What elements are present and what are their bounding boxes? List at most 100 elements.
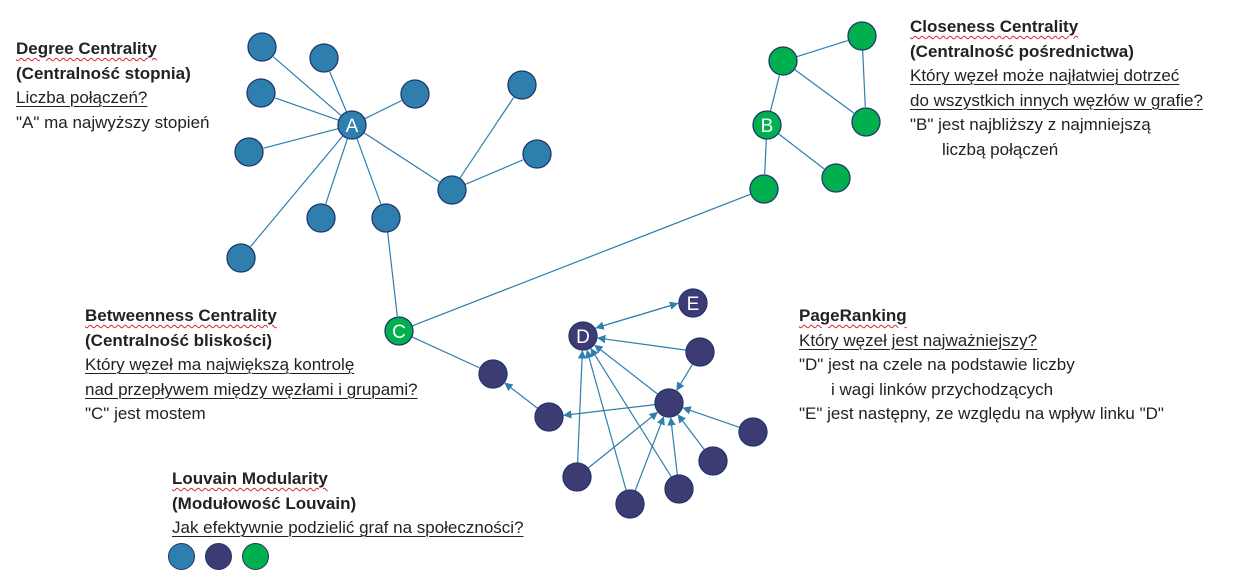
edge-A-b1 [272,56,342,117]
directed-edge-n1-D [597,334,687,351]
node-b9 [507,70,537,100]
legend-dot-blue [168,543,195,570]
edge-A-b5 [263,127,339,149]
node-g1 [768,46,798,76]
node-n8 [664,474,694,504]
pagerank-block: PageRanking Który węzeł jest najważniejs… [799,304,1164,427]
node-A [337,110,367,140]
betweenness-subtitle: (Centralność bliskości) [85,330,273,350]
edge-A-b6 [325,138,349,204]
node-b5 [234,137,264,167]
node-B [752,110,782,140]
betweenness-answer: "C" jest mostem [85,404,206,423]
directed-edge-n3-D [594,344,659,395]
edge-A-b3 [274,97,339,121]
directed-edge-n8-D [590,347,673,478]
closeness-question-line2: do wszystkich innych węzłów w grafie? [910,90,1203,110]
edge-B-g5 [777,133,825,170]
node-g2 [847,21,877,51]
directed-edge-n7-D [576,350,587,464]
node-n3 [654,388,684,418]
node-n5 [738,417,768,447]
node-n9 [615,489,645,519]
edge-A-b4 [364,100,402,120]
node-label-D: D [576,327,590,348]
node-E [678,288,708,318]
edge-g1-g3 [793,68,855,114]
directed-edge-n5-n3 [682,406,740,428]
node-D [568,321,598,351]
edge-g2-g3 [862,49,866,108]
directed-edge-n3-n4 [563,404,656,419]
node-b4 [400,79,430,109]
degree-subtitle: (Centralność stopnia) [16,63,191,83]
directed-edge-n1-n3 [676,363,694,391]
legend-dot-navy [205,543,232,570]
legend-dot-green [242,543,269,570]
closeness-answer-line2: liczbą połączeń [942,139,1059,159]
closeness-subtitle: (Centralność pośrednictwa) [910,41,1134,61]
edge-B-g1 [769,75,780,112]
degree-centrality-block: Degree Centrality (Centralność stopnia) … [16,37,209,135]
edge-A-b8 [250,135,344,247]
louvain-block: Louvain Modularity (Modułowość Louvain) … [172,467,524,541]
node-g4 [749,174,779,204]
node-label-E: E [687,294,700,315]
edge-A-b7 [356,137,382,205]
edge-A-H [363,132,440,183]
directed-edge-n8-n3 [667,417,678,476]
betweenness-title: Betweenness Centrality [85,306,277,325]
node-label-C: C [392,322,406,343]
directed-edge-n6-n3 [677,414,706,451]
louvain-title: Louvain Modularity [172,469,328,488]
betweenness-question-line1: Który węzeł ma największą kontrolę [85,355,355,374]
edge-B-g4 [764,138,767,175]
betweenness-centrality-block: Betweenness Centrality (Centralność blis… [85,304,418,427]
edge-H-b9 [459,97,515,179]
edge-A-b2 [329,71,348,113]
pagerank-answer-line2: i wagi linków przychodzących [831,379,1054,399]
directed-edge-n9-D [585,349,627,491]
node-label-A: A [346,116,359,137]
betweenness-question-line2: nad przepływem między węzłami i grupami? [85,379,418,399]
node-b1 [247,32,277,62]
degree-title: Degree Centrality [16,39,157,58]
node-n7 [562,462,592,492]
louvain-subtitle: (Modułowość Louvain) [172,493,357,513]
node-b7 [371,203,401,233]
degree-answer: "A" ma najwyższy stopień [16,112,210,132]
edge-H-b10 [464,159,524,186]
node-g5 [821,163,851,193]
node-b10 [522,139,552,169]
degree-question: Liczba połączeń? [16,88,148,107]
closeness-title: Closeness Centrality [910,17,1079,36]
node-n1 [685,337,715,367]
node-b2 [309,43,339,73]
node-b6 [306,203,336,233]
node-n6 [698,446,728,476]
directed-edge-n9-n3 [634,416,665,492]
pagerank-answer-line3: "E" jest następny, ze względu na wpływ l… [799,404,1164,423]
edge-b7-C [387,231,398,317]
pagerank-answer-line1: "D" jest na czele na podstawie liczby [799,355,1075,374]
node-C [384,316,414,346]
directed-edge-n4-n2 [504,382,539,409]
louvain-question: Jak efektywnie podzielić graf na społecz… [172,518,524,537]
node-H [437,175,467,205]
node-g3 [851,107,881,137]
directed-edge-E-D [595,302,679,330]
closeness-centrality-block: Closeness Centrality (Centralność pośred… [910,15,1203,162]
edge-g1-g2 [796,39,848,58]
node-n4 [534,402,564,432]
closeness-question-line1: Który węzeł może najłatwiej dotrzeć [910,66,1180,85]
pagerank-question: Który węzeł jest najważniejszy? [799,330,1038,350]
node-n2 [478,359,508,389]
edge-C-n2 [411,336,480,369]
node-b8 [226,243,256,273]
node-label-B: B [761,116,774,137]
directed-edge-n7-n3 [587,411,658,469]
node-b3 [246,78,276,108]
edge-C-g4 [411,193,751,327]
pagerank-title: PageRanking [799,306,907,325]
